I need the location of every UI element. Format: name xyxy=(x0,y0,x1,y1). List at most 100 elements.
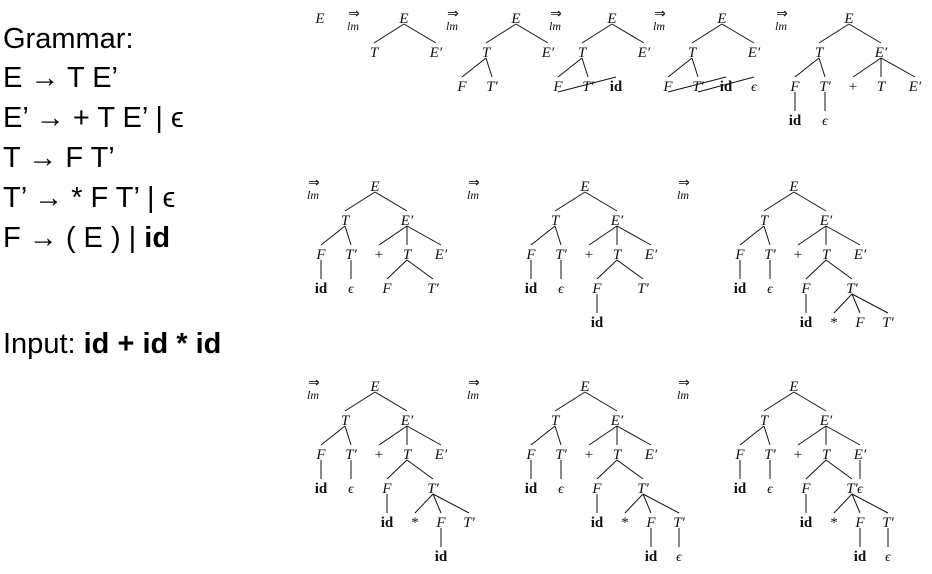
terminal-id: id xyxy=(734,281,747,297)
grammar-rule: E → T E’ xyxy=(3,61,118,95)
nonterminal-e: E xyxy=(510,11,520,27)
nonterminal-t: T xyxy=(760,213,770,229)
nonterminal-e: E xyxy=(843,11,853,27)
nonterminal-t-prime: T′ xyxy=(764,247,776,263)
tree-edge xyxy=(825,425,861,446)
tree-edge xyxy=(739,425,765,446)
nonterminal-t: T xyxy=(551,213,561,229)
tree-edge xyxy=(344,425,352,446)
nonterminal-f: F xyxy=(381,481,392,497)
rule-lhs: F xyxy=(3,222,21,254)
step-arrow: ⇒ xyxy=(308,175,320,191)
terminal-id: id xyxy=(591,515,604,531)
step-subscript: lm xyxy=(307,388,319,402)
leftmost-step-arrow: ⇒lm xyxy=(549,6,562,33)
input-label: Input: xyxy=(3,328,84,360)
terminal-plus: + xyxy=(794,247,802,263)
nonterminal-e: E xyxy=(606,11,616,27)
terminal-id: id xyxy=(525,281,538,297)
parse-tree-step-2: E T E′ F T′ xyxy=(456,11,555,95)
tree-edge xyxy=(793,191,827,212)
terminal-star: * xyxy=(830,315,838,331)
epsilon: ϵ xyxy=(558,282,565,297)
tree-edge xyxy=(554,425,562,446)
nonterminal-f: F xyxy=(734,447,745,463)
tree-edge xyxy=(794,57,820,78)
tree-edge xyxy=(406,459,434,480)
tree-edge xyxy=(851,293,861,314)
tree-edge xyxy=(763,425,771,446)
tree-edge xyxy=(825,225,861,246)
tree-edge xyxy=(588,425,618,446)
nonterminal-f: F xyxy=(800,481,811,497)
tree-edge xyxy=(530,225,556,246)
nonterminal-t: T xyxy=(482,45,492,61)
nonterminal-t-prime: T′ xyxy=(637,281,649,297)
nonterminal-f: F xyxy=(854,515,865,531)
step-arrow: ⇒ xyxy=(308,375,320,391)
nonterminal-t-prime: T′ xyxy=(555,247,567,263)
nonterminal-t-prime: T′ xyxy=(427,481,439,497)
nonterminal-e-prime: E′ xyxy=(819,213,833,229)
nonterminal-f: F xyxy=(800,281,811,297)
tree-edge xyxy=(691,57,699,78)
rule-rhs-terminal: id xyxy=(144,222,171,254)
terminal-id: id xyxy=(381,515,394,531)
terminal-id: id xyxy=(315,281,328,297)
tree-edge xyxy=(596,459,618,480)
nonterminal-f: F xyxy=(315,247,326,263)
tree-edge xyxy=(386,459,408,480)
tree-edge xyxy=(581,57,589,78)
nonterminal-e-prime: E′ xyxy=(429,45,443,61)
nonterminal-f: F xyxy=(525,447,536,463)
nonterminal-e-prime: E′ xyxy=(541,45,555,61)
nonterminal-e-prime: E′ xyxy=(610,213,624,229)
nonterminal-t: T xyxy=(341,213,351,229)
nonterminal-t-prime: T′ xyxy=(764,447,776,463)
terminal-plus: + xyxy=(375,247,383,263)
nonterminal-t-prime: T′ xyxy=(673,515,685,531)
leftmost-step-arrow: ⇒lm xyxy=(467,175,480,202)
nonterminal-f: F xyxy=(456,79,467,95)
grammar-rule: E’ → + T E’ | ϵ xyxy=(3,101,184,135)
leftmost-step-arrow: ⇒lm xyxy=(467,375,480,402)
terminal-star: * xyxy=(411,515,419,531)
tree-edge xyxy=(833,293,853,314)
tree-edge xyxy=(851,493,889,514)
nonterminal-t: T xyxy=(877,79,887,95)
nonterminal-t: T xyxy=(613,447,623,463)
nonterminal-t-prime: T′ xyxy=(637,481,649,497)
rule-lhs: T’ xyxy=(3,182,27,214)
terminal-id: id xyxy=(720,79,733,95)
nonterminal-t: T xyxy=(613,247,623,263)
terminal-id: id xyxy=(525,481,538,497)
tree-edge xyxy=(344,191,376,212)
nonterminal-t-prime: T′ xyxy=(486,79,498,95)
leftmost-step-arrow: ⇒lm xyxy=(653,6,666,33)
tree-edge xyxy=(833,493,853,514)
tree-edge xyxy=(616,425,652,446)
input-string: id + id * id xyxy=(83,328,222,360)
tree-edge xyxy=(320,225,346,246)
tree-edge xyxy=(406,259,434,280)
tree-edge xyxy=(406,225,442,246)
tree-edge xyxy=(880,57,916,78)
terminal-plus: + xyxy=(794,447,802,463)
nonterminal-t-prime: T′ xyxy=(345,247,357,263)
nonterminal-t-prime: T′ xyxy=(692,79,704,95)
leftmost-step-arrow: ⇒lm xyxy=(677,175,690,202)
terminal-id: id xyxy=(789,113,802,129)
tree-edge xyxy=(793,391,827,412)
rule-rhs: T E’ xyxy=(66,62,118,94)
nonterminal-t: T xyxy=(551,413,561,429)
nonterminal-t-prime: T′ xyxy=(463,515,475,531)
step-arrow: ⇒ xyxy=(468,175,480,191)
step-subscript: lm xyxy=(467,188,479,202)
